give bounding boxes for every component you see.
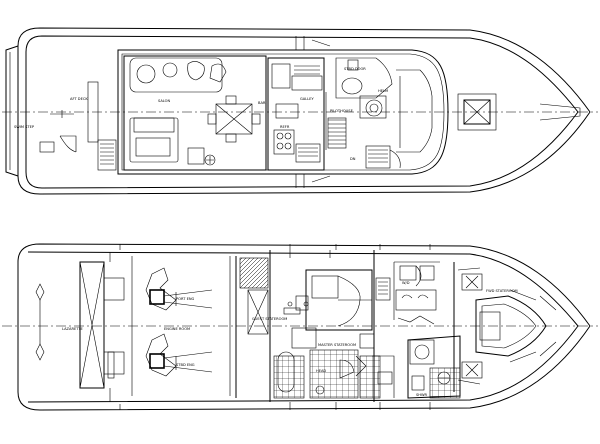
engine-room-label: ENGINE ROOM: [164, 327, 190, 331]
stbd-engine-label: STBD ENG: [176, 363, 195, 367]
salon-label: SALON: [158, 99, 171, 103]
galley-label: GALLEY: [300, 97, 315, 101]
bar-label: BAR: [258, 101, 266, 105]
laundry-label: W/D: [402, 281, 410, 285]
guest-quarters: GUEST STATEROOM: [235, 250, 331, 402]
guest-stateroom-label: GUEST STATEROOM: [252, 317, 287, 321]
forward-stateroom: FWD STATEROOM: [453, 262, 557, 392]
aft-deck-area: AFT DECK SWIM STEP: [14, 81, 117, 171]
helm-label: HELM: [378, 89, 388, 93]
stbd-door-label: STBD DOOR: [344, 67, 366, 71]
aft-deck-label: AFT DECK: [70, 97, 88, 101]
master-stateroom: MASTER STATEROOM HEAD: [305, 269, 375, 399]
helm-seat: [365, 99, 383, 117]
upper-deck-plan: AFT DECK SWIM STEP SALON BAR: [2, 27, 598, 195]
pilothouse-area: PILOTHOUSE HELM DN STBD DOOR: [325, 57, 433, 169]
galley-area: GALLEY REFR: [267, 57, 325, 171]
stairs-dn-label: DN: [350, 157, 356, 161]
pilothouse-label: PILOTHOUSE: [330, 109, 354, 113]
salon-area: SALON BAR: [123, 55, 267, 171]
lazarette-area: LAZARETTE: [35, 252, 125, 402]
shower-label: SHWR: [416, 393, 428, 397]
head-label: HEAD: [316, 369, 326, 373]
port-engine: [149, 289, 165, 305]
lower-deck-plan: LAZARETTE PORT ENG STBD ENG ENGINE ROOM: [2, 243, 598, 411]
master-stateroom-label: MASTER STATEROOM: [318, 343, 356, 347]
galley-walls: [267, 57, 325, 171]
v-berth: [475, 295, 547, 357]
lazarette-label: LAZARETTE: [62, 327, 84, 331]
guest-tub: [277, 351, 295, 393]
port-engine-label: PORT ENG: [176, 297, 195, 301]
swim-step-label: SWIM STEP: [14, 125, 35, 129]
lower-hull-outline: [17, 243, 591, 411]
mid-section: W/D: [359, 250, 440, 402]
engine-room-area: PORT ENG STBD ENG ENGINE ROOM: [131, 256, 231, 396]
fridge-label: REFR: [280, 125, 290, 129]
forward-head: SHWR: [407, 335, 461, 399]
stbd-engine: [149, 353, 165, 369]
upper-swim-step: [5, 45, 19, 177]
upper-hull-outline: [17, 27, 591, 195]
salon-walls: [123, 55, 267, 171]
forward-stateroom-label: FWD STATEROOM: [486, 289, 518, 293]
upper-deck-edge: [25, 35, 579, 189]
